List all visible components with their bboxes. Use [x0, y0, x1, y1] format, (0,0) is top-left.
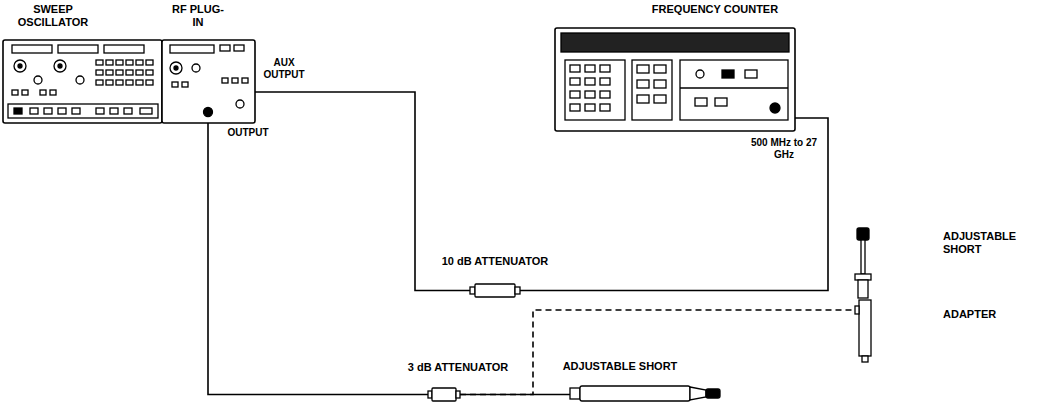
cable — [520, 118, 828, 291]
rf-plug-in: RF PLUG-IN — [162, 40, 255, 123]
device-label: FREQUENCY COUNTER — [615, 3, 815, 16]
rf-plug-in-drawing — [162, 40, 255, 123]
frequency-counter-drawing — [555, 28, 795, 131]
frequency-range-label: 500 MHz to 27 GHz — [750, 137, 818, 161]
adjustable-short: ADJUSTABLE SHORT — [855, 228, 871, 298]
device-label: ADAPTER — [943, 308, 1033, 321]
frequency-counter: FREQUENCY COUNTER — [555, 28, 795, 131]
sweep-oscillator: SWEEP OSCILLATOR — [3, 40, 162, 123]
device-label: 10 dB ATTENUATOR — [435, 255, 555, 268]
adapter-drawing — [855, 300, 871, 362]
adapter: ADAPTER — [855, 300, 873, 362]
attenuator: 10 dB ATTENUATOR — [470, 283, 520, 298]
attenuator-drawing — [470, 284, 520, 297]
device-label: ADJUSTABLE SHORT — [943, 230, 1033, 256]
cable — [208, 123, 428, 395]
device-label: 3 dB ATTENUATOR — [402, 361, 514, 374]
sweep-oscillator-drawing — [3, 40, 162, 123]
adjustable-short: ADJUSTABLE SHORT — [570, 385, 720, 402]
cable — [255, 92, 470, 291]
alternate-cable — [460, 310, 855, 395]
attenuator-drawing — [428, 388, 460, 401]
port-label: OUTPUT — [218, 127, 278, 139]
port-label: AUX OUTPUT — [259, 57, 309, 81]
adjustable-short-drawing — [570, 386, 720, 401]
device-label: SWEEP OSCILLATOR — [11, 3, 95, 29]
attenuator: 3 dB ATTENUATOR — [428, 388, 460, 401]
device-label: ADJUSTABLE SHORT — [545, 360, 695, 373]
device-label: RF PLUG-IN — [168, 3, 228, 29]
adjustable-short-drawing — [855, 228, 871, 298]
